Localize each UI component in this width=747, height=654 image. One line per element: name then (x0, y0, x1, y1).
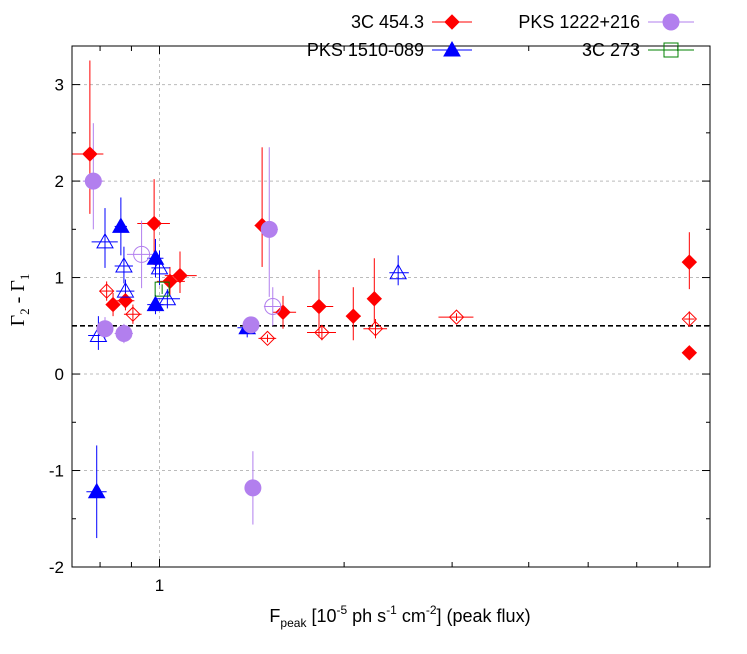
y-tick-label: -1 (49, 462, 64, 481)
legend-label-3c-454-3: 3C 454.3 (351, 12, 424, 32)
data-point-3c-454-3 (105, 296, 121, 313)
data-point-3c-454-3 (681, 311, 698, 327)
plot-frame (71, 45, 711, 568)
data-point-3c-273 (154, 281, 170, 297)
data-point-3c-454-3 (98, 283, 115, 299)
data-point-3c-454-3 (275, 304, 291, 320)
legend-marker-pks-1222-216 (662, 13, 680, 31)
data-point-pks-1222-216 (84, 172, 102, 190)
y-tick-label: 3 (55, 76, 64, 95)
data-point-3c-454-3 (172, 267, 188, 284)
data-point-3c-454-3 (259, 330, 276, 347)
data-point-3c-454-3 (367, 320, 384, 337)
data-point-3c-454-3 (146, 215, 162, 232)
y-tick-label: 2 (55, 172, 64, 191)
data-point-pks-1510-089 (115, 256, 133, 273)
data-point-pks-1510-089 (112, 217, 130, 233)
data-point-pks-1222-216 (244, 479, 262, 497)
data-point-pks-1510-089 (389, 263, 408, 280)
legend-marker-3c-273 (663, 42, 679, 58)
legend-marker-3c-454-3 (444, 14, 460, 30)
data-point-3c-454-3 (314, 324, 330, 341)
data-point-pks-1222-216 (264, 298, 282, 315)
y-axis-title: Γ2 - Γ1 (7, 274, 32, 327)
x-tick-label: 1 (155, 576, 164, 595)
legend-label-3c-273: 3C 273 (582, 40, 640, 60)
data-point-pks-1510-089 (158, 289, 177, 306)
legend-label-pks-1510-089: PKS 1510-089 (307, 40, 424, 60)
data-points (82, 146, 698, 499)
data-point-pks-1222-216 (242, 316, 260, 334)
data-point-3c-454-3 (681, 345, 698, 361)
data-point-pks-1510-089 (150, 258, 169, 275)
data-point-3c-454-3 (311, 298, 327, 315)
y-tick-label: 1 (55, 269, 64, 288)
data-point-pks-1510-089 (116, 282, 135, 298)
data-point-3c-454-3 (162, 273, 178, 290)
axis-ticks: -2 -1 0 1 2 3 1 (49, 46, 710, 595)
y-tick-label: 0 (55, 365, 64, 384)
data-point-pks-1222-216 (133, 245, 151, 263)
y-tick-label: -2 (49, 558, 64, 577)
data-point-3c-454-3 (125, 306, 141, 322)
data-point-pks-1222-216 (115, 325, 133, 343)
data-point-3c-454-3 (681, 254, 698, 270)
data-point-pks-1222-216 (96, 320, 114, 338)
legend-label-pks-1222-216: PKS 1222+216 (518, 12, 640, 32)
data-point-pks-1222-216 (260, 220, 278, 238)
legend-marker-pks-1510-089 (443, 40, 461, 57)
data-point-pks-1510-089 (96, 232, 114, 249)
data-point-pks-1510-089 (87, 482, 106, 499)
data-point-3c-454-3 (117, 293, 134, 309)
data-point-3c-454-3 (82, 146, 98, 162)
error-bars (72, 60, 695, 539)
data-point-pks-1510-089 (146, 295, 165, 312)
data-point-3c-454-3 (345, 308, 361, 324)
x-axis-title: Fpeak [10-5 ph s-1 cm-2] (peak flux) (269, 603, 530, 630)
data-point-3c-454-3 (448, 309, 465, 325)
data-point-3c-454-3 (366, 291, 383, 307)
